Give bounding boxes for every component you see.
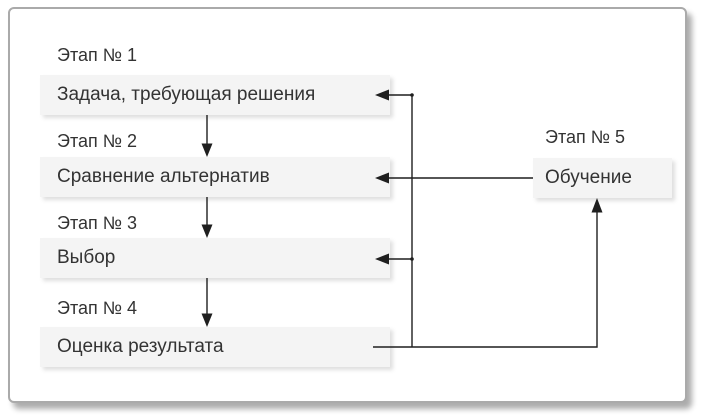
stage-2-box-compare-alternatives: Сравнение альтернатив	[40, 157, 390, 197]
stage-4-label: Этап № 4	[57, 298, 138, 318]
stage-1-label: Этап № 1	[57, 45, 138, 65]
stage-3-box-choice: Выбор	[40, 238, 390, 278]
stage-5-label: Этап № 5	[545, 127, 626, 147]
stage-1-box-task: Задача, требующая решения	[40, 75, 390, 115]
stage-2-label: Этап № 2	[57, 131, 138, 151]
stage-3-label: Этап № 3	[57, 213, 138, 233]
stage-4-box-result-evaluation: Оценка результата	[40, 327, 390, 367]
stage-5-box-learning: Обучение	[533, 158, 672, 198]
